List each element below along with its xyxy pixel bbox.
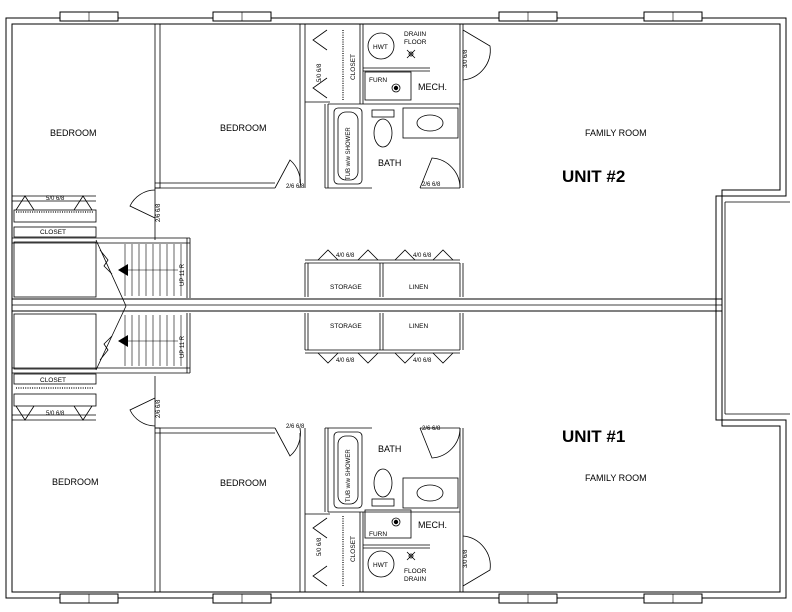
unit-1-stair-door-label: 2/6 6/8: [156, 399, 162, 418]
unit-1-mech-door-label: 3/0 6/8: [463, 549, 469, 568]
unit-1-family-room-label: FAMILY ROOM: [585, 473, 647, 483]
unit-2-bedroom-door-label: 2/6 6/8: [286, 184, 305, 190]
unit-2-furn-label: FURN: [369, 77, 387, 84]
unit-1-bedroom-door-label: 2/6 6/8: [286, 424, 305, 430]
unit-1-bedroom-left-label: BEDROOM: [52, 477, 99, 487]
unit-1-furn-label: FURN: [369, 531, 387, 538]
unit-1-closet-vertical-door-label: 5/0 6/8: [317, 537, 323, 556]
unit-2-walls: [12, 23, 464, 298]
unit-1-mech-label: MECH.: [418, 520, 447, 530]
unit-1-storage-door-label: 4/0 6/8: [336, 358, 355, 364]
unit-2-closet-vertical-label: CLOSET: [350, 54, 357, 80]
unit-1-closet-bifold-door-label: 5/0 6/8: [46, 411, 65, 417]
unit-1-stair: UP 11 R: [95, 305, 186, 371]
unit-1-doors: [15, 352, 491, 587]
unit-1-labels: BEDROOM BEDROOM FAMILY ROOM UNIT #1 BATH…: [40, 323, 647, 583]
unit-2-fixtures: [333, 32, 459, 185]
unit-1-storage-label: STORAGE: [330, 323, 362, 330]
unit-1-floor-drain-line-2: DRAIIN: [404, 576, 426, 583]
unit-2-bedroom-left-label: BEDROOM: [50, 128, 97, 138]
unit-2-family-room-label: FAMILY ROOM: [585, 128, 647, 138]
unit-2-linen-door-label: 4/0 6/8: [413, 253, 432, 259]
unit-1-linen-door-label: 4/0 6/8: [413, 358, 432, 364]
unit-1-bedroom-mid-label: BEDROOM: [220, 478, 267, 488]
unit-2-title: UNIT #2: [562, 167, 625, 186]
unit-2-linen-label: LINEN: [409, 284, 428, 291]
windows: [59, 11, 703, 604]
unit-2-closet-bifold-door-label: 5/0 6/8: [46, 196, 65, 202]
unit-1-bath-label: BATH: [378, 444, 401, 454]
unit-1-hwt-label: HWT: [373, 562, 388, 569]
unit-2-floor-drain-line-1: DRAIIN: [404, 31, 426, 38]
unit-2-doors: [15, 29, 491, 261]
unit-2-storage-label: STORAGE: [330, 284, 362, 291]
unit-2-mech-label: MECH.: [418, 82, 447, 92]
unit-2-stair: UP 11 R: [95, 239, 186, 307]
unit-2-floor-drain-line-2: FLOOR: [404, 39, 427, 46]
unit-2-bath-label: BATH: [378, 158, 401, 168]
unit-2-bedroom-mid-label: BEDROOM: [220, 123, 267, 133]
unit-2: UP 11 R B: [12, 23, 647, 307]
unit-1-linen-label: LINEN: [409, 323, 428, 330]
unit-1-closet-horizontal-label: CLOSET: [40, 377, 66, 384]
unit-1-walls: [12, 313, 464, 593]
unit-2-tub-label: TUB w/w SHOWER: [346, 127, 352, 180]
unit-1-closet-vertical-label: CLOSET: [350, 536, 357, 562]
unit-1-tub-label: TUB w/w SHOWER: [346, 449, 352, 502]
unit-1-fixtures: [333, 431, 459, 578]
unit-1-bath-door-label: 2/6 6/8: [422, 426, 441, 432]
unit-1-stair-label: UP 11 R: [180, 335, 186, 358]
unit-2-storage-door-label: 4/0 6/8: [336, 253, 355, 259]
unit-2-closet-horizontal-label: CLOSET: [40, 229, 66, 236]
unit-2-mech-door-label: 3/0 6/8: [463, 49, 469, 68]
unit-1: UP 11 R BEDROOM BE: [12, 305, 647, 593]
unit-2-closet-vertical-door-label: 5/0 6/8: [317, 63, 323, 82]
unit-1-floor-drain-line-1: FLOOR: [404, 568, 427, 575]
unit-2-hwt-label: HWT: [373, 44, 388, 51]
unit-2-bath-door-label: 2/6 6/8: [422, 182, 441, 188]
unit-2-labels: BEDROOM BEDROOM FAMILY ROOM UNIT #2 BATH…: [40, 31, 647, 291]
unit-1-title: UNIT #1: [562, 427, 625, 446]
unit-2-stair-label: UP 11 R: [180, 263, 186, 286]
unit-2-stair-door-label: 2/6 6/8: [156, 203, 162, 222]
